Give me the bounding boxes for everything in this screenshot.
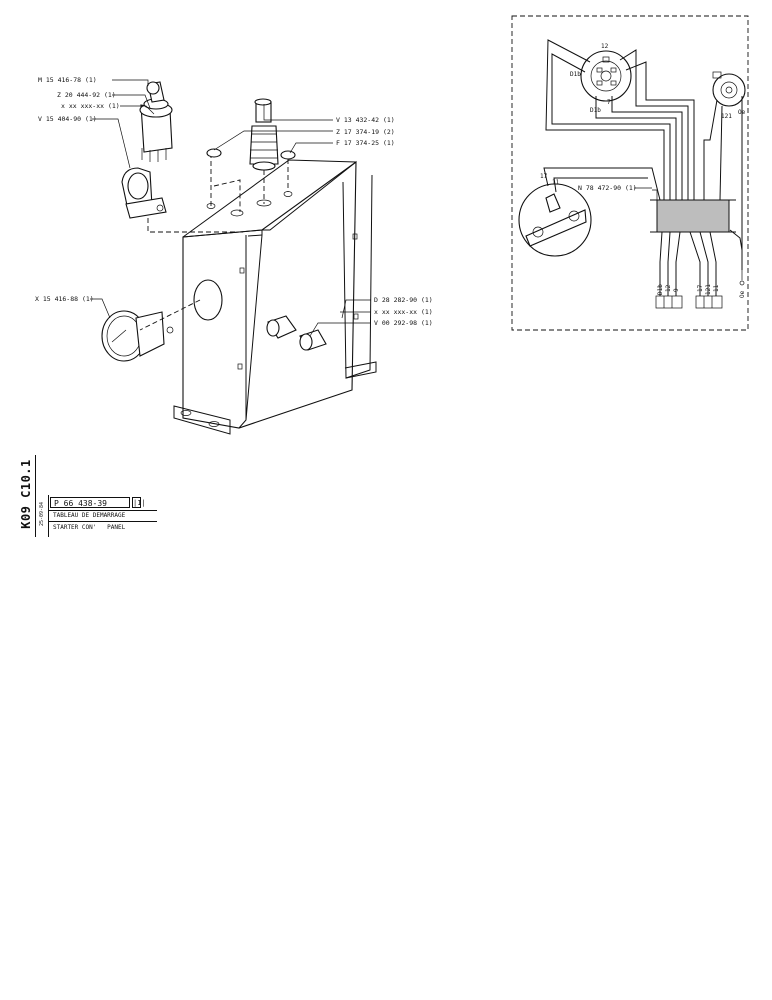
bottom-wire-labels: D1b 12 9 17 121 11 Oe	[657, 284, 746, 298]
terminal-17-gauge: 17	[540, 173, 548, 180]
part-number: P 66 438-39	[50, 497, 130, 508]
callout-v13432: V 13 432-42 (1)	[336, 116, 395, 124]
terminal-121: 121	[721, 113, 732, 120]
panel-assembly: M 15 416-78 (1) Z 20 444-92 (1) x xx xxx…	[35, 76, 433, 435]
sheet-code: K09 C10.1	[17, 455, 36, 537]
wiring-frame	[511, 15, 749, 331]
callout-xxx1: x xx xxx-xx (1)	[61, 102, 120, 110]
terminal-12-top: 12	[601, 43, 609, 50]
switch-connector: 12 D1b D1b 7	[570, 43, 632, 114]
wire-label-17: 17	[697, 284, 704, 292]
title-french: TABLEAU DE DEMARRAGE	[53, 512, 126, 519]
wire-harness	[543, 39, 745, 309]
callout-v00292: V 00 292-98 (1)	[374, 319, 433, 327]
sheet-code-text: K09 C10.1	[19, 459, 33, 529]
title-block: K09 C10.1 25-09-84 P 66 438-39 |1| TABLE…	[17, 455, 157, 537]
wire-label-d1b: D1b	[657, 284, 664, 295]
harness-sleeve	[656, 199, 730, 233]
gauge-hole	[193, 279, 223, 321]
terminal-d1b-left: D1b	[570, 71, 581, 78]
callout-z20444: Z 20 444-92 (1)	[57, 91, 116, 99]
gauge	[101, 310, 174, 362]
plug-left	[206, 148, 222, 158]
terminal-7: 7	[607, 99, 611, 106]
wiring-diagram: 12 D1b D1b 7 121 Oe 17 11	[511, 15, 749, 331]
callout-f17374: F 17 374-25 (1)	[336, 139, 395, 147]
gauge-back: 17 11	[518, 173, 592, 257]
callout-x15416: X 15 416-88 (1)	[35, 295, 94, 303]
title-english: STARTER CON' PANEL	[53, 524, 126, 531]
part-mark: |1|	[132, 497, 146, 508]
button-connector: 121 Oe	[712, 71, 746, 120]
callout-n78472: N 78 472-90 (1)	[578, 184, 637, 192]
title-rule	[48, 495, 49, 537]
date-column: 25-09-84	[37, 495, 47, 537]
wire-label-12: 12	[665, 284, 672, 292]
callout-z17374: Z 17 374-19 (2)	[336, 128, 395, 136]
terminal-11-gauge: 11	[552, 179, 560, 186]
wire-label-9: 9	[673, 288, 680, 292]
wire-label-oe: Oe	[739, 290, 746, 298]
wire-label-11: 11	[713, 284, 720, 292]
plug-right	[280, 150, 296, 160]
title-rule	[48, 521, 157, 522]
callout-v15404: V 15 404-90 (1)	[38, 115, 97, 123]
callout-xxx2: x xx xxx-xx (1)	[374, 308, 433, 316]
ignition-switch	[121, 81, 173, 219]
callout-m15416: M 15 416-78 (1)	[38, 76, 97, 84]
callout-d28282: D 28 282-90 (1)	[374, 296, 433, 304]
sleeves	[266, 315, 327, 351]
issue-date: 25-09-84	[39, 501, 45, 527]
title-rule	[48, 510, 157, 511]
starter-button	[249, 98, 279, 204]
wire-label-121: 121	[705, 284, 712, 295]
